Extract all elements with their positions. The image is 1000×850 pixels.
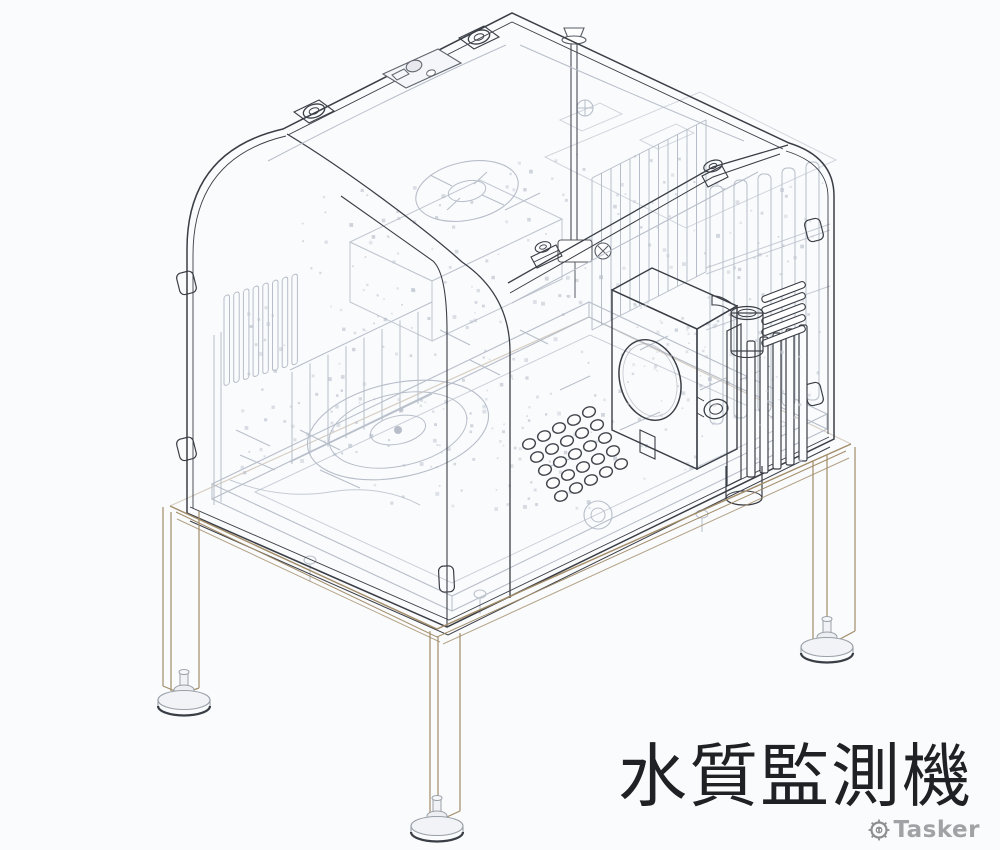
turntable-assembly	[306, 379, 490, 481]
roof-latch	[381, 48, 463, 89]
panel-clips	[176, 217, 824, 593]
edge-screw-mid	[530, 241, 563, 269]
valve-knob	[583, 500, 613, 530]
pump-module	[610, 267, 811, 506]
cable-run	[229, 479, 421, 506]
pump-box-side	[696, 304, 738, 471]
leveling-foot	[409, 795, 465, 843]
vent-hole-array	[521, 406, 629, 502]
front-face-top-edge	[507, 144, 789, 284]
front-bend-edge-inner	[340, 195, 448, 626]
side-louver-vents	[223, 273, 298, 386]
heatsink-fins	[746, 324, 808, 478]
card-comb	[591, 119, 707, 331]
stand-leg-right	[812, 447, 856, 647]
figure-caption: 水質監測機	[618, 737, 973, 817]
stand-leg-left	[162, 507, 200, 695]
leveling-foot	[799, 616, 855, 664]
enclosure-cover	[176, 12, 835, 636]
elbow-fitting	[711, 295, 732, 312]
base-plate-lower	[210, 316, 829, 612]
rear-frame	[543, 91, 838, 229]
top-cylinder-port	[730, 305, 764, 359]
internal-fan	[415, 160, 519, 222]
roof-screw-boss-left	[292, 99, 336, 124]
watermark: Tasker	[868, 817, 980, 843]
interior-post	[213, 332, 222, 505]
fan-opening	[618, 338, 682, 422]
sensor-tube	[557, 27, 612, 298]
support-stand	[162, 443, 856, 822]
front-bend-edge-outer	[286, 133, 511, 598]
mount-tab	[639, 429, 656, 460]
roof-screw-boss-right	[701, 159, 729, 188]
pcb-rack	[289, 301, 433, 464]
outlet-nozzle	[696, 396, 729, 420]
base-plate-inner	[253, 334, 790, 584]
watermark-text: Tasker	[893, 817, 980, 843]
hand-wheel	[576, 99, 594, 117]
leveling-feet	[156, 616, 855, 843]
internal-chassis-wireframe	[210, 91, 838, 614]
stand-top-rails	[169, 443, 852, 630]
enclosure-silhouette	[186, 12, 835, 628]
leveling-foot	[156, 669, 212, 717]
tasker-gear-logo-icon	[868, 819, 890, 841]
roof-screw-boss-top	[457, 25, 501, 50]
stand-leg-front	[429, 631, 461, 822]
tubing-ports	[761, 281, 806, 347]
module-texture	[626, 300, 811, 463]
